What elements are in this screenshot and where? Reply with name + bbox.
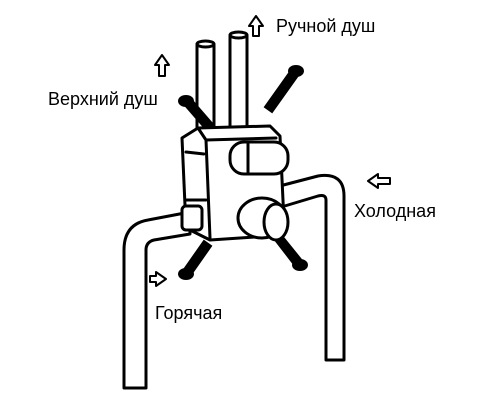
cold-water-label: Холодная: [354, 201, 436, 221]
cold-water-pipe: [270, 173, 346, 362]
hand-shower-label: Ручной душ: [276, 16, 375, 36]
overhead-shower-label: Верхний душ: [48, 89, 158, 109]
hot-inlet-stub: [180, 204, 204, 232]
hot-water-label: Горячая: [155, 303, 222, 323]
thermostatic-cartridge: [236, 196, 290, 242]
hot-water-pipe: [122, 210, 192, 390]
right-arrow-icon: [149, 271, 167, 287]
diverter-cartridge: [228, 140, 290, 176]
up-arrow-icon: [248, 15, 264, 37]
up-arrow-icon: [154, 54, 170, 77]
left-arrow-icon: [367, 173, 391, 189]
